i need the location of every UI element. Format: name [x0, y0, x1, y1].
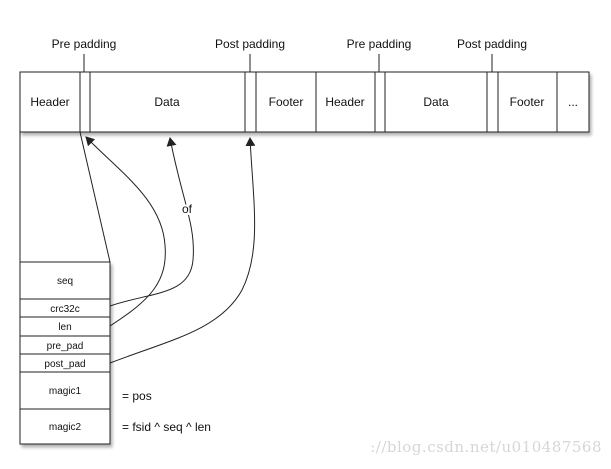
- bar-ellipsis: ...: [568, 95, 578, 109]
- bar-footer-1: Footer: [269, 95, 304, 109]
- post-padding-label-2: Post padding: [457, 37, 527, 51]
- of-label: of: [182, 202, 193, 216]
- pre-padding-label-2: Pre padding: [347, 37, 412, 51]
- field-len: len: [58, 322, 71, 333]
- journal-bar: [19, 71, 590, 133]
- header-detail-dividers: [20, 298, 110, 410]
- post-padding-label-1: Post padding: [215, 37, 285, 51]
- bar-data-1: Data: [154, 95, 180, 109]
- field-magic1: magic1: [49, 386, 82, 397]
- magic2-equation: = fsid ^ seq ^ len: [122, 420, 211, 434]
- field-post-pad: post_pad: [44, 359, 85, 370]
- bar-data-2: Data: [423, 95, 449, 109]
- field-pre-pad: pre_pad: [47, 341, 84, 352]
- header-expand-right: [79, 131, 111, 263]
- watermark-text: ://blog.csdn.net/u010487568: [370, 438, 602, 456]
- bar-footer-2: Footer: [510, 95, 545, 109]
- journal-bar-dividers: [79, 72, 558, 132]
- field-seq: seq: [57, 276, 73, 287]
- crc32c-arrow: [109, 137, 194, 307]
- header-detail-box: [19, 261, 111, 445]
- magic1-equation: = pos: [122, 389, 152, 403]
- pre-padding-label-1: Pre padding: [52, 37, 117, 51]
- field-magic2: magic2: [49, 422, 82, 433]
- bar-header-1: Header: [30, 95, 69, 109]
- post-pad-arrow: [109, 137, 256, 364]
- len-arrow: [85, 136, 166, 327]
- bar-header-2: Header: [325, 95, 364, 109]
- field-crc32c: crc32c: [50, 304, 79, 315]
